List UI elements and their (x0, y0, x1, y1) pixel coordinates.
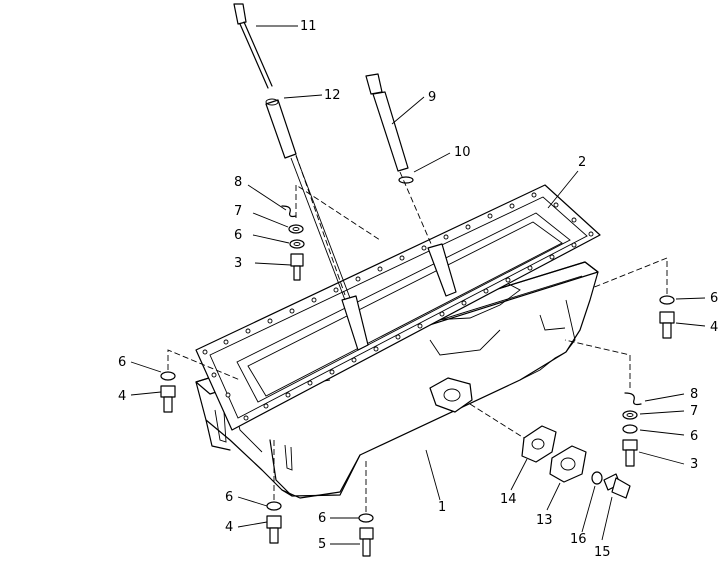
plug-15 (603, 473, 631, 499)
label-2: 2 (578, 155, 586, 170)
label-6-right: 6 (710, 291, 718, 306)
label-5: 5 (318, 537, 326, 552)
gasket (195, 184, 601, 431)
bolt-4-left (160, 385, 176, 413)
bolt-3-upper (290, 253, 304, 281)
label-14: 14 (500, 492, 517, 507)
label-3-upper: 3 (234, 256, 242, 271)
cover-gasket-14 (521, 425, 557, 463)
bolt-4-bottom (266, 515, 282, 544)
label-1: 1 (438, 500, 446, 515)
label-8-upper: 8 (234, 175, 242, 190)
bolt-4-right (659, 311, 675, 339)
clip-8-lower (624, 392, 642, 406)
label-4-left: 4 (118, 389, 126, 404)
label-3-lower: 3 (690, 457, 698, 472)
label-6-bottom: 6 (225, 490, 233, 505)
o-ring-10 (398, 176, 414, 184)
label-13: 13 (536, 513, 553, 528)
label-12: 12 (324, 88, 341, 103)
washer-6-bottom (266, 501, 282, 511)
washer-7-lower (622, 410, 638, 420)
dipstick-tube-12 (265, 98, 351, 301)
gauge-9 (365, 73, 409, 172)
label-8-lower: 8 (690, 387, 698, 402)
cover-13 (549, 445, 587, 483)
gasket-bolt-holes (202, 192, 594, 421)
label-15: 15 (594, 545, 611, 559)
leader-lines (130, 25, 706, 545)
label-10: 10 (454, 145, 471, 160)
washer-6-mid (358, 513, 374, 523)
washer-16 (591, 471, 603, 485)
label-4-right: 4 (710, 320, 718, 335)
label-6-lower: 6 (690, 429, 698, 444)
dipstick-11 (233, 3, 273, 89)
label-7-lower: 7 (690, 404, 698, 419)
label-16: 16 (570, 532, 587, 547)
label-11: 11 (300, 19, 317, 34)
bolt-5 (359, 527, 374, 557)
washer-6-right (659, 295, 675, 305)
washer-6-left (160, 371, 176, 381)
callout-labels: 11 12 9 10 2 8 7 6 3 6 4 6 4 6 5 1 14 13… (118, 19, 718, 560)
label-7-upper: 7 (234, 204, 242, 219)
washer-7-upper (288, 224, 304, 234)
bolt-3-lower (622, 439, 638, 467)
label-6-upper: 6 (234, 228, 242, 243)
label-6-mid: 6 (318, 511, 326, 526)
label-4-bottom: 4 (225, 520, 233, 535)
label-6-left: 6 (118, 355, 126, 370)
label-9: 9 (428, 90, 436, 105)
washer-6-lower (622, 424, 638, 434)
clip-8-upper (281, 205, 297, 218)
washer-6-upper (289, 239, 305, 249)
